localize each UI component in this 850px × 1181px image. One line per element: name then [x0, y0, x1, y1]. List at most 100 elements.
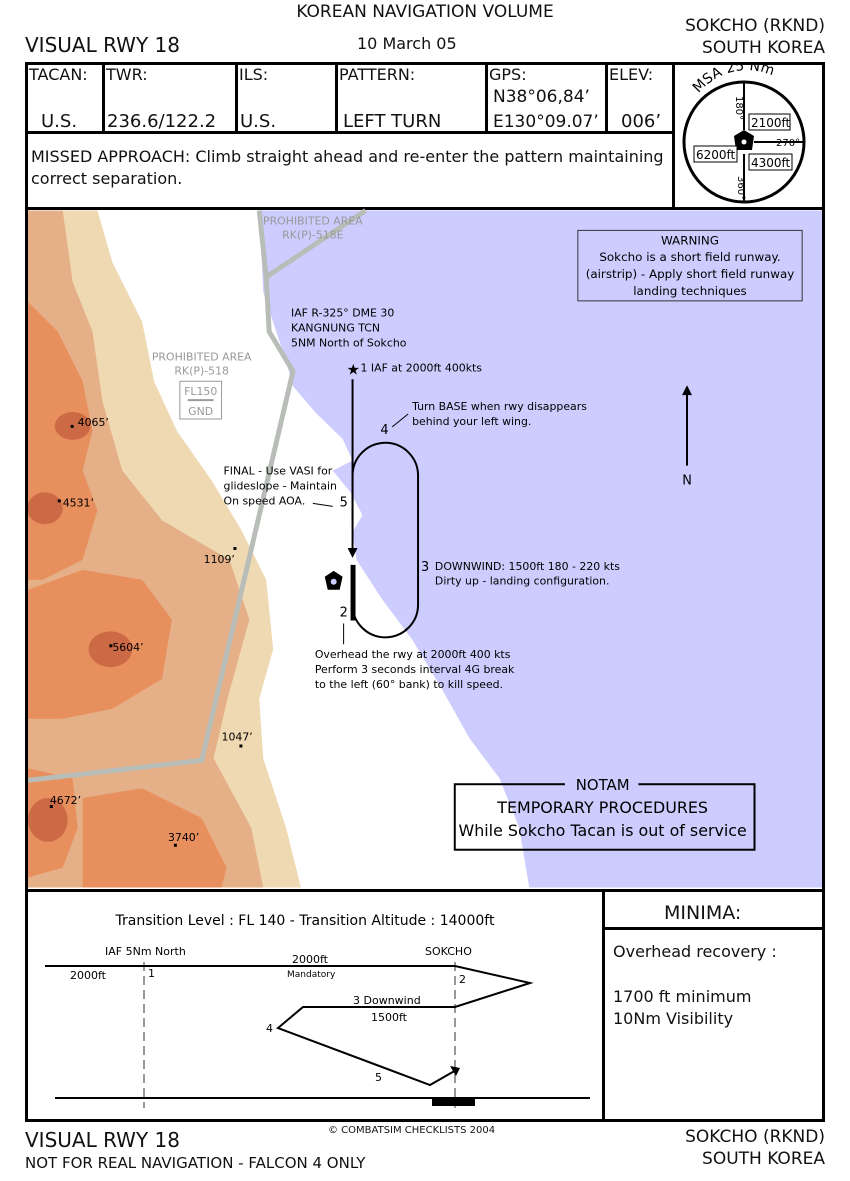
step4-note: Turn BASE when rwy disappears — [411, 400, 587, 413]
warning-box — [577, 229, 803, 302]
prohibited-label: PROHIBITED AREA — [263, 214, 363, 227]
minima-visibility: 10Nm Visibility — [613, 1009, 734, 1028]
step3-note: DOWNWIND: 1500ft 180 - 220 kts — [435, 560, 620, 573]
step2-number: 2 — [340, 605, 348, 620]
airport-name: SOKCHO (RKND) — [685, 16, 825, 36]
traffic-pattern — [351, 441, 420, 639]
prohibited-boundary — [28, 276, 296, 783]
iaf-note: KANGNUNG TCN — [291, 322, 380, 335]
minima-title: MINIMA: — [664, 902, 742, 924]
footer-chart-title: VISUAL RWY 18 — [25, 1128, 180, 1152]
elevation-label: 5604’ — [112, 641, 143, 654]
elevation-label: 1109’ — [204, 553, 235, 566]
step3-note: Dirty up - landing configuration. — [435, 575, 610, 588]
ils-cell: ILS: U.S. — [235, 62, 338, 133]
elev-label: ELEV: — [609, 65, 654, 84]
step4-note: behind your left wing. — [412, 415, 531, 428]
divider — [25, 131, 675, 134]
arrowhead — [347, 548, 358, 558]
elevation-label: 3740’ — [168, 831, 199, 844]
arrow — [312, 502, 333, 507]
approach-map: PROHIBITED AREA RK(P)-518E PROHIBITED AR… — [25, 208, 825, 890]
pattern-cell: PATTERN: LEFT TURN — [335, 62, 488, 133]
terrain-peak — [28, 798, 68, 842]
step3-number: 3 — [421, 560, 429, 575]
elevation-label: 4672’ — [50, 794, 81, 807]
copyright: © COMBATSIM CHECKLISTS 2004 — [328, 1125, 496, 1136]
iaf-note: IAF R-325° DME 30 — [291, 307, 394, 320]
step2-note: Perform 3 seconds interval 4G break — [315, 663, 515, 676]
prohibited-id: RK(P)-518 — [174, 364, 229, 377]
terrain-high — [82, 788, 227, 888]
step2-note: Overhead the rwy at 2000ft 400 kts — [315, 648, 511, 661]
twr-cell: TWR:236.6/122.2 — [102, 62, 238, 133]
info-box — [25, 62, 825, 210]
runway — [350, 564, 356, 621]
elevation-label: 1047’ — [222, 731, 253, 744]
msa-bearing-360: 360° — [735, 176, 746, 200]
ils-label: ILS: — [239, 65, 269, 84]
chart-date: 10 March 05 — [357, 34, 457, 53]
airspace-lower: GND — [188, 405, 213, 418]
divider — [672, 131, 675, 209]
gps-label: GPS: — [489, 65, 527, 84]
pattern-label: PATTERN: — [339, 65, 416, 84]
divider — [602, 889, 605, 1122]
country: SOUTH KOREA — [702, 38, 825, 58]
notam-line: TEMPORARY PROCEDURES — [496, 798, 708, 817]
tacan-value: U.S. — [41, 111, 78, 132]
elev-value: 006’ — [621, 111, 662, 132]
warning-text: landing techniques — [633, 284, 746, 298]
footer-airport: SOKCHO (RKND) — [685, 1127, 825, 1147]
step1-label: 1 IAF at 2000ft 400kts — [360, 361, 482, 374]
elev-cell: ELEV: 006’ — [605, 62, 675, 133]
north-label: N — [682, 473, 692, 488]
prohibited-id: RK(P)-518E — [282, 228, 344, 241]
elevation-label: 4531’ — [63, 496, 94, 509]
warning-text: (airstrip) - Apply short field runway — [586, 267, 795, 281]
pattern-value: LEFT TURN — [343, 111, 442, 132]
msa-title: MSA 25 Nm — [690, 62, 777, 96]
spot-elevations: 4065’ 4531’ 1109’ 5604’ 1047’ 4672’ 3740… — [49, 416, 253, 847]
minima-type: Overhead recovery : — [613, 942, 777, 961]
ils-value: U.S. — [240, 111, 277, 132]
footer-country: SOUTH KOREA — [702, 1149, 825, 1169]
gps-lat: N38°06,84’ — [493, 87, 590, 107]
iaf-star-icon: ★ — [347, 360, 360, 378]
terrain-mid — [28, 210, 264, 888]
disclaimer: NOT FOR REAL NAVIGATION - FALCON 4 ONLY — [25, 1154, 366, 1172]
terrain-peak — [88, 631, 133, 668]
step4-number: 4 — [380, 423, 388, 438]
missed-approach: MISSED APPROACH: Climb straight ahead an… — [31, 147, 664, 188]
volume-title: KOREAN NAVIGATION VOLUME — [296, 2, 554, 22]
terrain-peak — [28, 492, 63, 525]
msa-alt-2100: 2100ft — [751, 116, 791, 130]
bottom-section — [25, 889, 825, 1122]
step5-number: 5 — [340, 495, 348, 510]
msa-bearing-270: 270° — [776, 138, 800, 149]
msa-bearing-180: 180° — [733, 96, 744, 120]
tacan-cell: TACAN: U.S. — [25, 62, 105, 133]
iaf-note: 5NM North of Sokcho — [291, 337, 407, 350]
elevation-label: 4065’ — [78, 416, 109, 429]
step5-note: On speed AOA. — [224, 494, 306, 507]
twr-value: 236.6/122.2 — [107, 111, 217, 132]
notam-line: While Sokcho Tacan is out of service — [459, 821, 747, 840]
warning-text: Sokcho is a short field runway. — [599, 250, 780, 264]
sea — [259, 210, 822, 888]
divider — [602, 927, 825, 930]
airspace-limits-box — [179, 380, 223, 420]
tacan-label: TACAN: — [29, 65, 88, 84]
minima-altitude: 1700 ft minimum — [613, 987, 752, 1006]
msa-diagram: MSA 25 Nm 180° 270° 360° 2100ft 6200ft 4… — [682, 62, 806, 204]
arrow — [391, 413, 409, 428]
airspace-upper: FL150 — [184, 385, 217, 398]
warning-title: WARNING — [661, 233, 719, 247]
chart-title: VISUAL RWY 18 — [25, 33, 180, 57]
notam-title: NOTAM — [576, 776, 630, 794]
gps-lon: E130°09.07’ — [493, 112, 599, 132]
prohibited-label: PROHIBITED AREA — [152, 350, 252, 363]
step5-note: glideslope - Maintain — [224, 479, 337, 492]
msa-alt-6200: 6200ft — [696, 148, 736, 162]
msa-alt-4300: 4300ft — [751, 156, 791, 170]
